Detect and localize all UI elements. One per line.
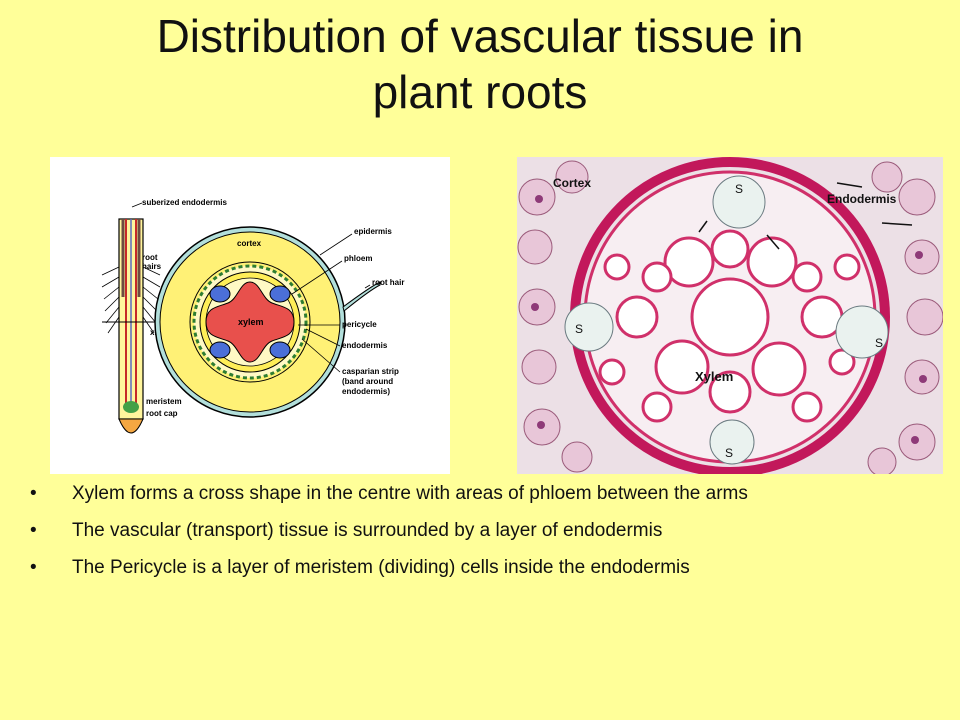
label-cortex: cortex bbox=[237, 239, 262, 248]
label-casparian-1: casparian strip bbox=[342, 367, 399, 376]
label-micro-xylem: Xylem bbox=[695, 369, 733, 384]
bullet-dot: • bbox=[30, 483, 37, 504]
phloem-patch bbox=[209, 285, 231, 303]
label-xylem: xylem bbox=[238, 317, 264, 327]
bullet-item: • The vascular (transport) tissue is sur… bbox=[30, 520, 930, 542]
title-line-2: plant roots bbox=[372, 66, 588, 118]
label-phloem: phloem bbox=[344, 254, 372, 263]
xylem-vessels bbox=[598, 229, 861, 423]
phloem-patch bbox=[269, 341, 291, 359]
phloem-patch bbox=[209, 341, 231, 359]
bullet-text: The vascular (transport) tissue is surro… bbox=[72, 520, 663, 541]
slide-title: Distribution of vascular tissue in plant… bbox=[0, 8, 960, 120]
phloem-groups bbox=[564, 175, 889, 465]
xylem-cross-shape bbox=[205, 281, 295, 363]
leader-lines bbox=[291, 233, 371, 373]
longitudinal-root bbox=[101, 218, 161, 434]
label-root-hairs-2: hairs bbox=[142, 262, 162, 271]
label-root-cap: root cap bbox=[146, 409, 178, 418]
bullet-list: • Xylem forms a cross shape in the centr… bbox=[30, 483, 930, 594]
bullet-text: Xylem forms a cross shape in the centre … bbox=[72, 483, 748, 504]
phloem-patch bbox=[269, 285, 291, 303]
label-pericycle: pericycle bbox=[342, 320, 377, 329]
label-micro-s-top: S bbox=[735, 182, 743, 196]
root-micrograph: Cortex Endodermis Xylem S S S S bbox=[517, 157, 943, 474]
nuclei bbox=[531, 195, 927, 444]
bullet-dot: • bbox=[30, 520, 37, 541]
label-micro-s-left: S bbox=[575, 322, 583, 336]
label-endodermis: endodermis bbox=[342, 341, 388, 350]
label-suberized-endodermis: suberized endodermis bbox=[142, 198, 227, 207]
title-line-1: Distribution of vascular tissue in bbox=[156, 10, 804, 62]
label-casparian-3: endodermis) bbox=[342, 387, 390, 396]
bullet-text: The Pericycle is a layer of meristem (di… bbox=[72, 557, 690, 578]
micrograph-svg: Cortex Endodermis Xylem S S S S bbox=[517, 157, 943, 474]
label-meristem: meristem bbox=[146, 397, 182, 406]
bullet-item: • Xylem forms a cross shape in the centr… bbox=[30, 483, 930, 505]
diagram-svg: x.s. suberized endodermis root hairs mer… bbox=[101, 198, 404, 434]
root-cross-section-diagram: x.s. suberized endodermis root hairs mer… bbox=[50, 157, 450, 474]
label-micro-s-right: S bbox=[875, 336, 883, 350]
label-root-hair: root hair bbox=[372, 278, 404, 287]
label-casparian-2: (band around bbox=[342, 377, 393, 386]
label-epidermis: epidermis bbox=[354, 227, 392, 236]
bullet-item: • The Pericycle is a layer of meristem (… bbox=[30, 557, 930, 579]
label-root-hairs-1: root bbox=[142, 253, 158, 262]
label-micro-s-bottom: S bbox=[725, 446, 733, 460]
micrograph-arrows bbox=[698, 182, 913, 250]
root-cross-section bbox=[154, 226, 381, 418]
label-micro-cortex: Cortex bbox=[553, 176, 591, 190]
label-micro-endodermis: Endodermis bbox=[827, 192, 897, 206]
bullet-dot: • bbox=[30, 557, 37, 578]
